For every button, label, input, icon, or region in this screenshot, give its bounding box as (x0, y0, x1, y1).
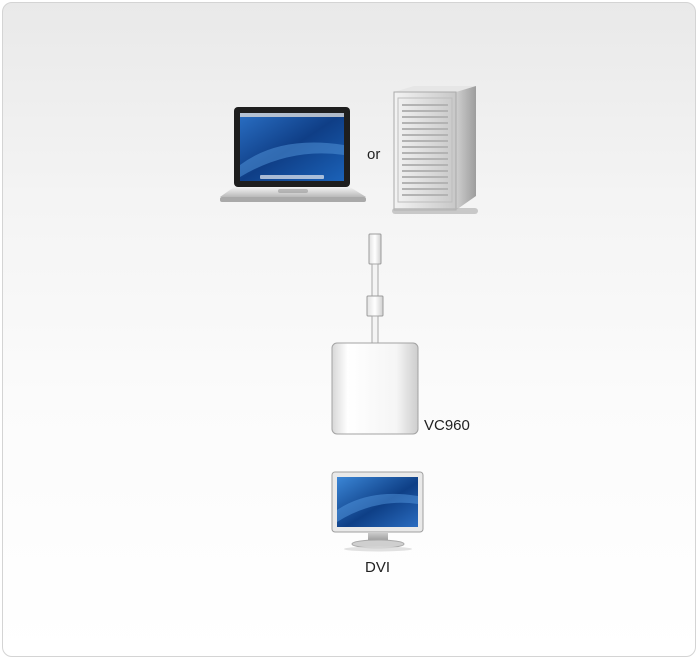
display-label: DVI (365, 559, 391, 576)
mini-displayport-connector-icon (366, 233, 384, 344)
laptop-icon (220, 107, 366, 202)
desktop-tower-icon (392, 86, 478, 214)
adapter-label: VC960 (424, 417, 470, 434)
dvi-monitor-icon (331, 471, 424, 552)
vc960-adapter-icon (331, 342, 419, 435)
or-label: or (367, 146, 381, 163)
